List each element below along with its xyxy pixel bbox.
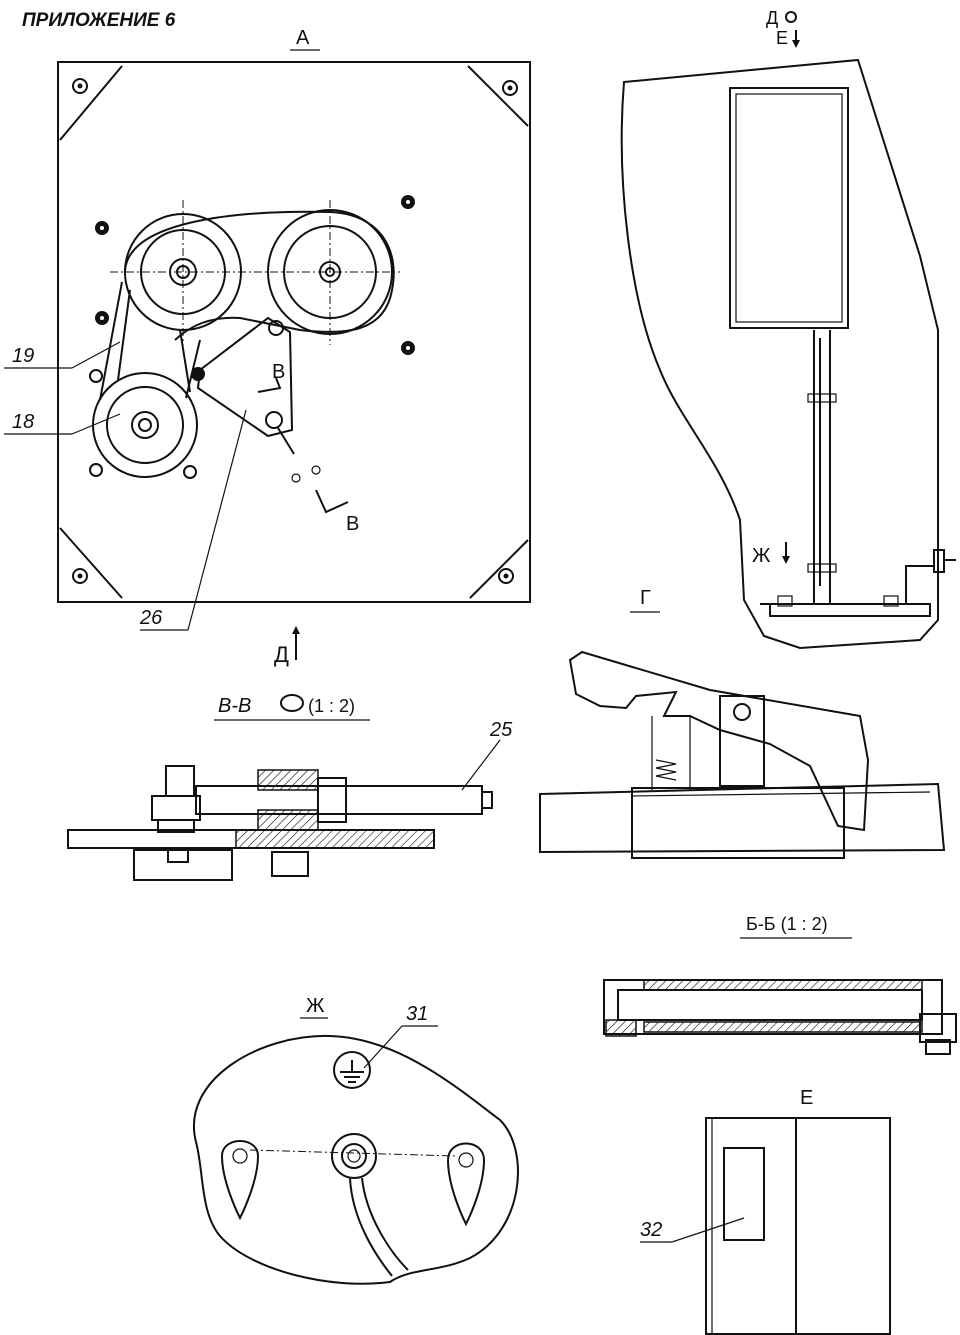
plate-hatched [235, 829, 435, 849]
section-bb-title: Б-Б (1 : 2) [746, 914, 828, 934]
cabinet-front [705, 1117, 891, 1335]
corner-bolt [72, 78, 88, 94]
ground-terminal [331, 1133, 377, 1179]
side-view-top-label: Д [766, 8, 778, 28]
section-vv: В-В (1 : 2) 25 [67, 694, 513, 881]
section-bb: Б-Б (1 : 2) [603, 914, 957, 1055]
shaft [195, 785, 483, 815]
view-zh: Ж 31 [193, 995, 519, 1285]
cabinet-window [723, 1147, 765, 1241]
side-view-arrow-zh: Ж [752, 545, 771, 567]
view-zh-title: Ж [306, 995, 325, 1017]
ground-plate [193, 1034, 519, 1285]
section-mark-top: В [272, 361, 285, 383]
spring [655, 759, 677, 781]
view-e-title: Е [800, 1087, 813, 1109]
view-a-bottom-arrow: Д [274, 642, 289, 667]
side-view-arrow-e: Е [776, 28, 788, 48]
machine-body-outline [620, 58, 939, 650]
view-e: Е 32 [640, 1087, 891, 1335]
tension-pulley [92, 372, 198, 478]
callout-25: 25 [489, 719, 513, 741]
callout-32: 32 [640, 1219, 662, 1241]
corner-bolt [72, 568, 88, 584]
clamp-lever [568, 650, 870, 832]
clamp-sleeve [631, 787, 845, 859]
drive-belt [124, 210, 395, 341]
view-g: Г [539, 587, 946, 859]
view-a: А [4, 27, 531, 667]
side-view: Д Е Ж [620, 8, 956, 650]
callout-19: 19 [12, 345, 34, 367]
mount-slot-right [446, 1142, 486, 1227]
callout-18: 18 [12, 411, 34, 433]
callout-31: 31 [406, 1003, 428, 1025]
corner-bolt [498, 568, 514, 584]
mount-slot-left [220, 1140, 260, 1221]
section-vv-scale: (1 : 2) [308, 696, 355, 716]
mounting-plate [57, 61, 531, 603]
view-a-title: А [296, 27, 310, 49]
section-mark-bottom: В [346, 513, 359, 535]
electrical-box [729, 87, 849, 329]
page-heading: ПРИЛОЖЕНИЕ 6 [22, 10, 176, 31]
ground-symbol-icon [333, 1051, 371, 1089]
tension-lever [196, 316, 294, 438]
view-g-title: Г [640, 587, 651, 609]
corner-bolt [502, 80, 518, 96]
section-vv-title: В-В [218, 695, 251, 717]
callout-26: 26 [139, 607, 163, 629]
